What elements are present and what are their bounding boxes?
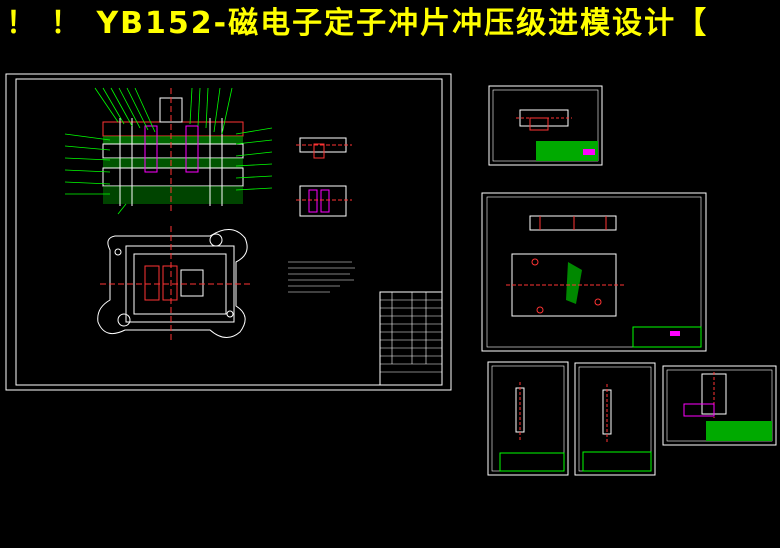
die-plan-view xyxy=(97,226,250,340)
part-drawing-2-sheet[interactable] xyxy=(481,192,707,352)
leader-lines xyxy=(64,87,273,215)
assembly-drawing-sheet[interactable] xyxy=(5,73,452,391)
part-drawing-4-sheet[interactable] xyxy=(574,362,656,476)
title-prefix: ！ ！ xyxy=(6,6,83,41)
part-drawing-5-sheet[interactable] xyxy=(662,365,777,446)
die-section-view xyxy=(102,88,244,214)
part-drawing-1-sheet[interactable] xyxy=(488,85,603,166)
assembly-title-block xyxy=(379,291,443,386)
page-title: ！ ！ YB152-磁电子定子冲片冲压级进模设计【 xyxy=(0,2,780,46)
title-text: YB152-磁电子定子冲片冲压级进模设计【 xyxy=(96,6,709,41)
technical-notes xyxy=(288,261,355,293)
detail-views xyxy=(296,137,352,217)
part-drawing-3-sheet[interactable] xyxy=(487,361,569,476)
